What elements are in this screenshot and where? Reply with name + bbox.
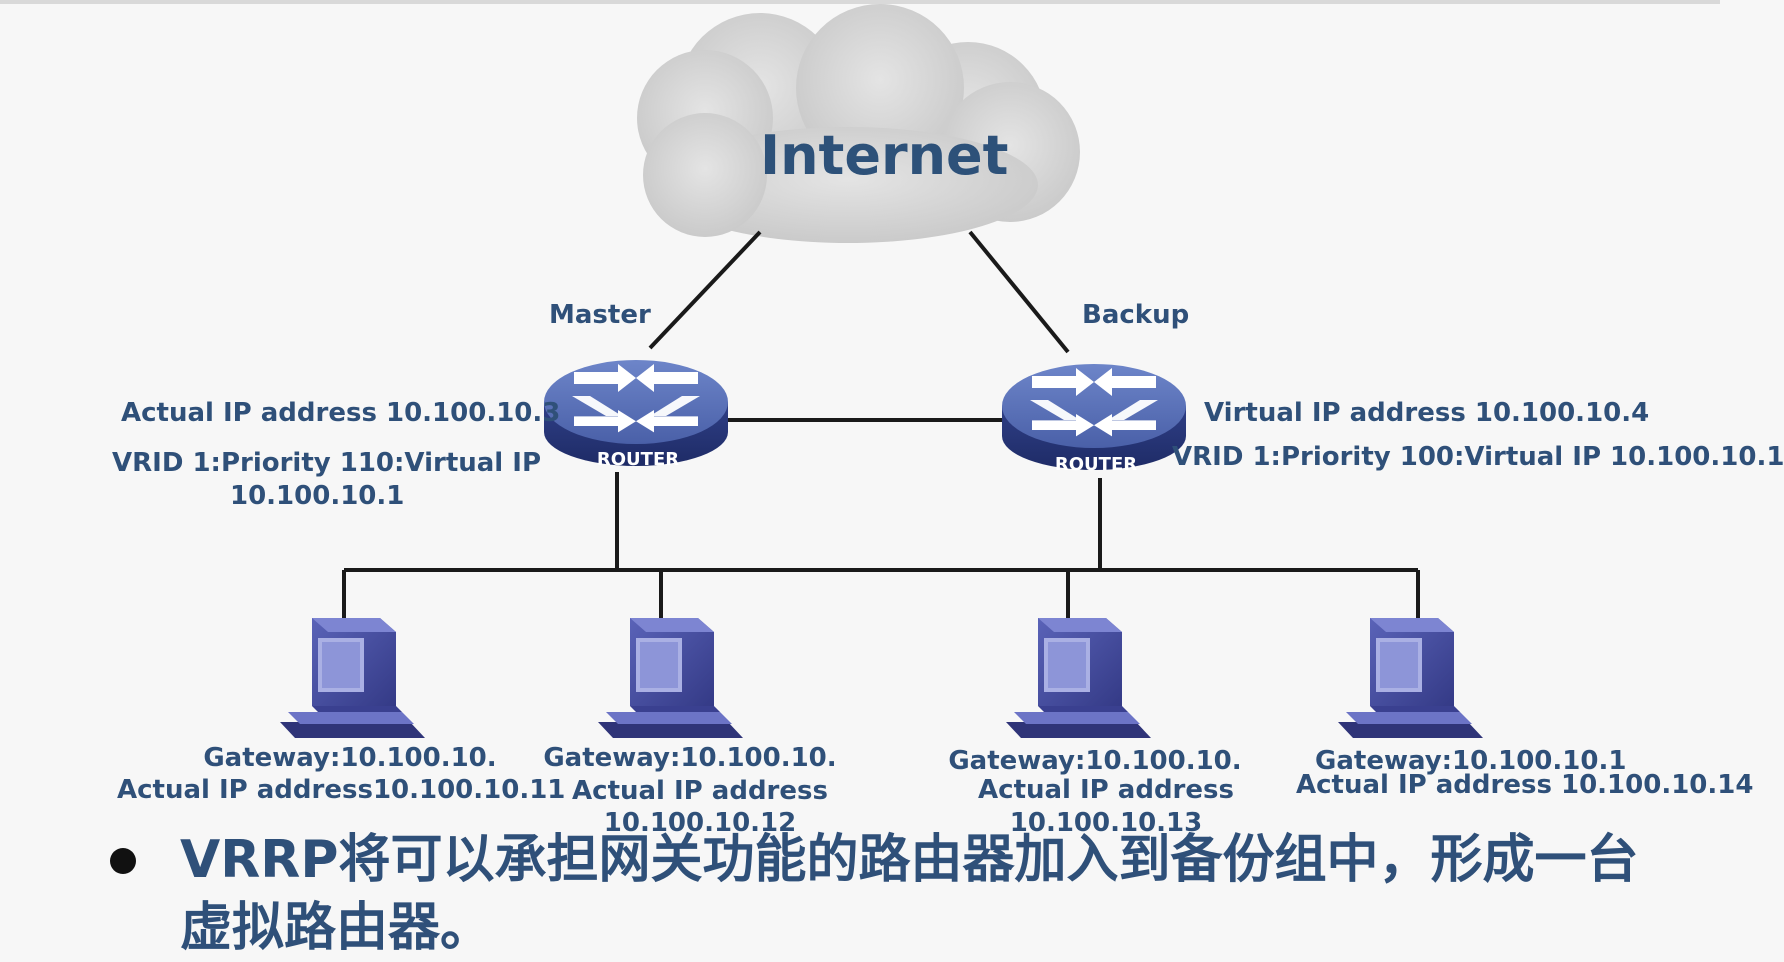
master-vrid-line2: 10.100.10.1	[230, 481, 405, 511]
host-3-gateway: Gateway:10.100.10.	[948, 746, 1242, 776]
host-3-actual-ip-value: 10.100.10.13	[1009, 808, 1203, 838]
backup-router-badge: ROUTER	[1055, 454, 1137, 475]
host-pc-3	[1006, 618, 1151, 738]
backup-role-label: Backup	[1082, 300, 1190, 330]
top-divider	[0, 0, 1720, 4]
network-links	[342, 230, 1420, 625]
bullet-text: VRRP将可以承担网关功能的路由器加入到备份组中，形成一台虚拟路由器。	[180, 830, 1639, 958]
master-role-label: Master	[549, 300, 651, 330]
host-2-gateway: Gateway:10.100.10.	[543, 743, 837, 773]
host-4-gateway: Gateway:10.100.10.1	[1315, 746, 1627, 776]
link-internet-master	[648, 230, 762, 350]
internet-label: Internet	[760, 124, 1009, 187]
host-pc-1	[280, 618, 425, 738]
host-pc-2	[598, 618, 743, 738]
link-internet-backup	[968, 230, 1070, 354]
master-vrid-line1: VRID 1:Priority 110:Virtual IP	[112, 448, 541, 478]
bullet-point	[110, 848, 136, 874]
host-1-actual-ip: Actual IP address10.100.10.11	[117, 775, 566, 805]
backup-vrid: VRID 1:Priority 100:Virtual IP 10.100.10…	[1172, 442, 1784, 472]
host-3-actual-ip: Actual IP address	[978, 775, 1234, 805]
master-router-badge: ROUTER	[597, 449, 679, 470]
host-1-gateway: Gateway:10.100.10.	[203, 743, 497, 773]
host-pc-4	[1338, 618, 1483, 738]
host-4-actual-ip: Actual IP address 10.100.10.14	[1296, 770, 1754, 800]
host-2-actual-ip: Actual IP address	[572, 776, 828, 806]
master-actual-ip: Actual IP address 10.100.10.3	[121, 398, 561, 428]
host-2-actual-ip-value: 10.100.10.12	[603, 808, 797, 838]
backup-virtual-ip: Virtual IP address 10.100.10.4	[1204, 398, 1650, 428]
internet-cloud	[637, 4, 1080, 243]
